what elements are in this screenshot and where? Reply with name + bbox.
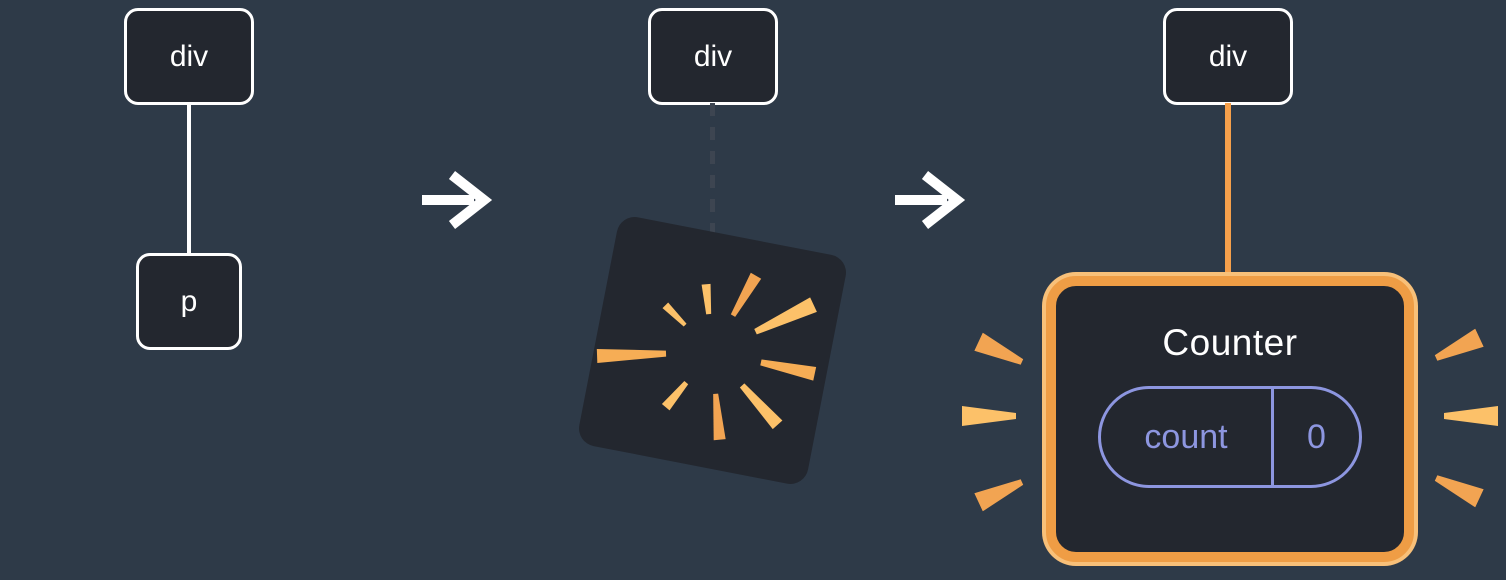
sparkle-icon bbox=[1444, 406, 1498, 426]
arrow-right-icon bbox=[895, 171, 966, 229]
state-name: count bbox=[1144, 417, 1228, 456]
counter-component-card: Counter count 0 bbox=[1046, 276, 1414, 562]
div-node-label: div bbox=[169, 39, 209, 73]
sparkle-icon bbox=[962, 406, 1016, 426]
div-node-step1: div bbox=[124, 8, 254, 105]
parent-child-connector-line bbox=[187, 103, 191, 255]
div-node-step2: div bbox=[648, 8, 778, 105]
orange-connector-line bbox=[1225, 103, 1231, 285]
div-node-step3: div bbox=[1163, 8, 1293, 105]
component-title: Counter bbox=[1162, 322, 1298, 363]
sparkle-icon bbox=[974, 332, 1024, 365]
p-node-label: p bbox=[180, 284, 198, 318]
state-pill-divider bbox=[1271, 389, 1274, 485]
div-node-label: div bbox=[693, 39, 733, 73]
state-value: 0 bbox=[1307, 417, 1326, 456]
div-node-label: div bbox=[1208, 39, 1248, 73]
sparkle-icon bbox=[1434, 328, 1484, 361]
p-node-step1: p bbox=[136, 253, 242, 350]
dashed-connector-line bbox=[710, 103, 715, 235]
sparkle-icon bbox=[974, 479, 1024, 512]
arrow-right-icon bbox=[422, 171, 493, 229]
sparkle-icon bbox=[1434, 475, 1484, 508]
state-pill: count 0 bbox=[1098, 386, 1362, 488]
explosion-burst-icon bbox=[596, 272, 817, 441]
